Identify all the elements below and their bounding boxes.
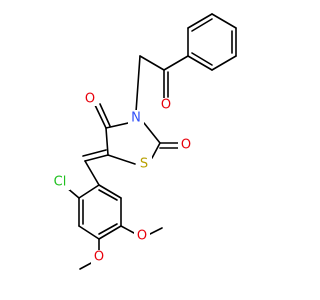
bond <box>82 149 107 157</box>
ring-sulfur-label: S <box>136 156 152 172</box>
bond <box>99 103 111 127</box>
bond <box>84 160 100 186</box>
carbonyl-oxygen-c4-text: O <box>85 92 95 107</box>
bond <box>94 104 107 129</box>
bond <box>151 142 161 159</box>
bond <box>211 13 237 29</box>
bond <box>211 55 237 71</box>
bond <box>84 154 109 162</box>
ring-nitrogen-label: N <box>128 110 144 126</box>
bond <box>187 55 213 71</box>
bond <box>120 225 135 234</box>
bond <box>105 127 109 156</box>
chlorine-label: Cl <box>50 174 70 190</box>
bond <box>191 18 213 32</box>
carbonyl-oxygen-c2-text: O <box>181 138 191 153</box>
ring-sulfur-text: S <box>140 157 148 172</box>
bond <box>105 122 129 129</box>
methoxy-oxygen-lower-label: O <box>91 250 107 265</box>
bond <box>78 184 100 199</box>
bond <box>98 189 118 201</box>
bond <box>191 52 213 66</box>
chlorine-text: Cl <box>54 175 67 190</box>
carbonyl-oxygen-c2-label: O <box>178 138 194 153</box>
bond <box>78 225 100 240</box>
ketone-oxygen-text: O <box>161 98 171 113</box>
bond <box>143 122 161 144</box>
bond <box>187 13 213 29</box>
methoxy-oxygen-upper-text: O <box>137 229 147 244</box>
atom-labels: O O O N S Cl O O <box>50 92 194 265</box>
structure-canvas: O O O N S Cl O O <box>50 13 237 270</box>
methoxy-oxygen-lower-text: O <box>94 250 104 265</box>
bond <box>98 223 118 235</box>
bonds <box>65 13 237 270</box>
methoxy-oxygen-upper-label: O <box>134 228 150 244</box>
bond <box>139 55 165 71</box>
ring-nitrogen-text: N <box>131 111 141 126</box>
bond <box>163 55 189 71</box>
bond <box>147 227 163 236</box>
bond <box>135 55 141 113</box>
bond <box>107 154 136 165</box>
molecule-diagram: O O O N S Cl O O <box>50 13 237 270</box>
bond <box>79 261 94 270</box>
carbonyl-oxygen-c4-label: O <box>82 92 98 107</box>
bond <box>98 184 122 199</box>
bond <box>98 225 122 240</box>
ketone-oxygen-label: O <box>157 98 173 113</box>
